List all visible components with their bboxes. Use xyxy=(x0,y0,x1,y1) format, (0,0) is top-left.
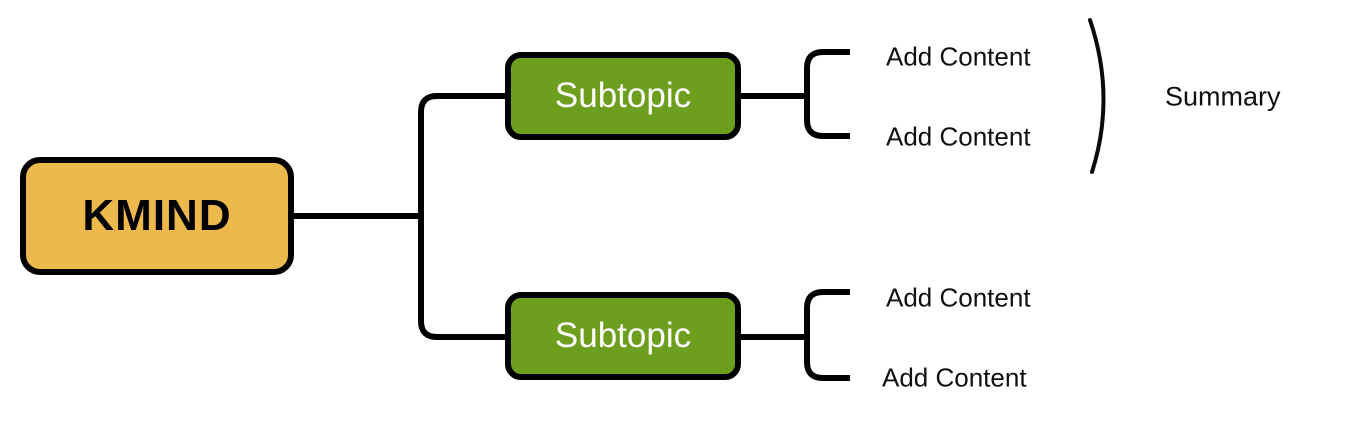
leaf-add-content-bottom-2[interactable]: Add Content xyxy=(882,362,1027,393)
leaf-add-content-top-1[interactable]: Add Content xyxy=(886,41,1031,72)
subtopic-node-bottom-label: Subtopic xyxy=(554,316,692,355)
summary-label[interactable]: Summary xyxy=(1165,81,1281,112)
subtopic-node-top[interactable]: Subtopic xyxy=(505,52,741,140)
leaf-add-content-bottom-1[interactable]: Add Content xyxy=(886,282,1031,313)
subtopic-node-top-label: Subtopic xyxy=(554,76,692,115)
summary-arc-icon xyxy=(1088,18,1106,174)
root-node-label: KMIND xyxy=(82,191,232,240)
connector-bracket-top xyxy=(804,49,850,139)
connector-trunk-split xyxy=(418,93,505,340)
root-node-kmind[interactable]: KMIND xyxy=(20,157,294,275)
subtopic-node-bottom[interactable]: Subtopic xyxy=(505,292,741,380)
connector-bracket-bottom xyxy=(804,289,850,381)
leaf-add-content-top-2[interactable]: Add Content xyxy=(886,121,1031,152)
